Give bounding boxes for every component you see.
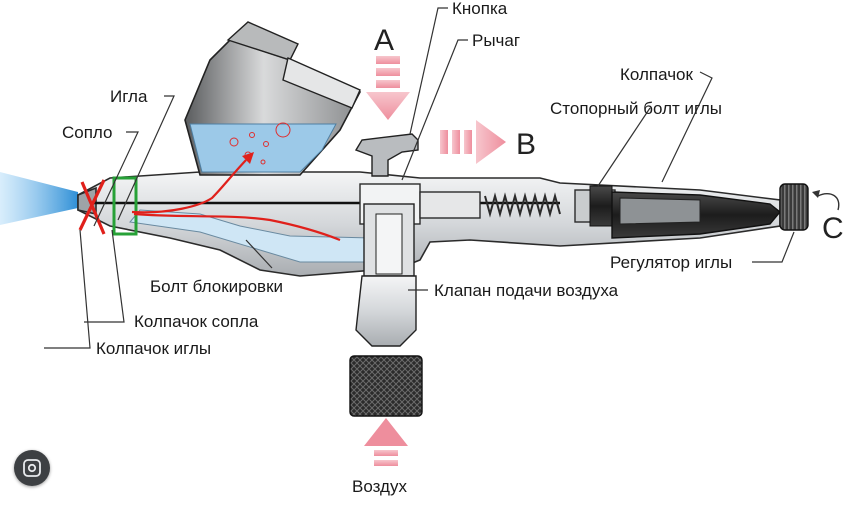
- leader-button: [409, 7, 448, 135]
- label-nozzle-cap: Колпачок сопла: [134, 312, 259, 331]
- paint-cup-rim: [282, 57, 361, 109]
- marker-c: C: [822, 212, 844, 245]
- label-needle-stop-bolt: Стопорный болт иглы: [550, 99, 722, 118]
- arrow-b: [440, 120, 506, 164]
- air-valve-hose-stem: [355, 275, 417, 347]
- label-nozzle: Сопло: [62, 123, 113, 142]
- marker-a: A: [374, 24, 394, 57]
- leader-needle: [117, 95, 175, 221]
- bubble: [260, 159, 266, 165]
- leader-needle-regulator: [752, 231, 795, 263]
- label-air: Воздух: [352, 477, 407, 496]
- marker-b: B: [516, 128, 536, 161]
- lens-search-icon[interactable]: [14, 450, 50, 486]
- arrow-air: [364, 418, 408, 466]
- leader-nozzle: [93, 131, 139, 227]
- needle-chuck: [419, 191, 481, 219]
- leader-needle-cap: [44, 229, 91, 349]
- leader-cap: [661, 71, 713, 183]
- bubble: [263, 141, 269, 147]
- trigger-button: [354, 133, 419, 177]
- label-air-valve: Клапан подачи воздуха: [434, 281, 619, 300]
- stop-bolt-hex: [589, 185, 613, 227]
- leader-lever: [401, 39, 468, 181]
- bubble: [229, 137, 239, 147]
- red-flow-line: [133, 212, 341, 242]
- bubble: [275, 122, 291, 138]
- spring: [484, 192, 561, 218]
- label-needle: Игла: [110, 87, 148, 106]
- air-hose-connector: [349, 355, 423, 417]
- needle-regulator-knob: [779, 183, 809, 231]
- bubble: [249, 132, 255, 138]
- handle-insert: [619, 197, 701, 225]
- leader-stop-bolt: [597, 107, 651, 187]
- label-lever: Рычаг: [472, 31, 520, 50]
- paint-cup-lid: [226, 21, 299, 61]
- paint-in-cup: [189, 123, 337, 173]
- air-valve-inner: [375, 213, 403, 275]
- red-x-mark-icon: [78, 179, 106, 235]
- label-needle-regulator: Регулятор иглы: [610, 253, 732, 272]
- green-highlight-box: [112, 176, 138, 236]
- label-cap: Колпачок: [620, 65, 694, 84]
- leader-lock-bolt: [245, 239, 273, 269]
- lens-icon: [23, 459, 41, 477]
- red-flow-arrow: [131, 159, 247, 214]
- label-button: Кнопка: [452, 0, 508, 18]
- arrow-a: [366, 56, 410, 120]
- rotation-arrow-icon: [817, 192, 840, 211]
- label-needle-cap: Колпачок иглы: [96, 339, 211, 358]
- spray-mist: [0, 172, 78, 225]
- leader-nozzle-cap: [84, 229, 125, 323]
- label-lock-bolt: Болт блокировки: [150, 277, 283, 296]
